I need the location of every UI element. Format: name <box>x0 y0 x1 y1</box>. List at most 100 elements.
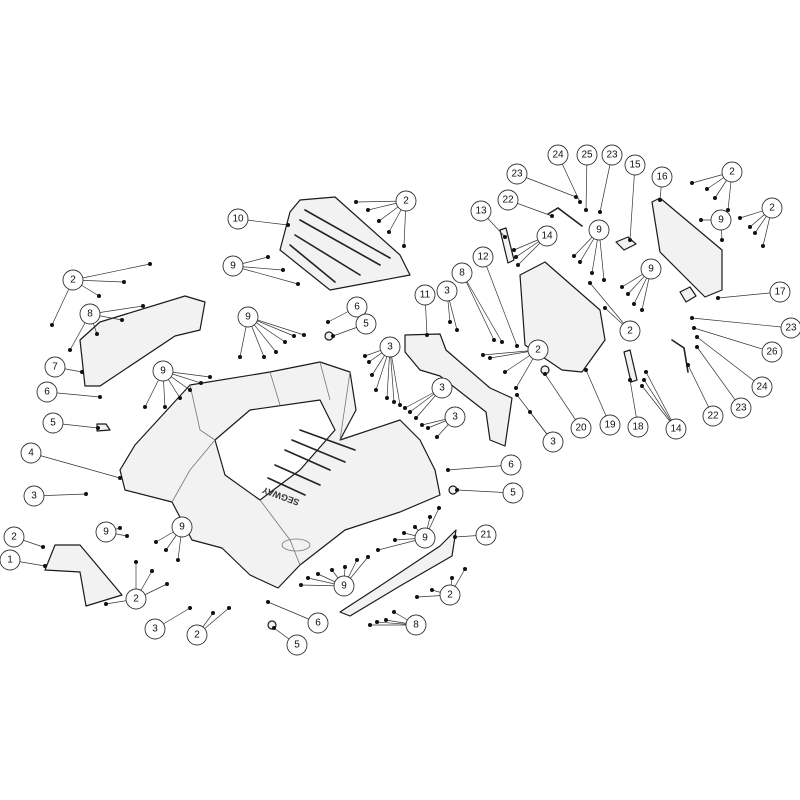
callout-9: 9 <box>640 258 662 280</box>
callout-circle <box>665 418 687 440</box>
callout-circle <box>506 163 528 185</box>
callout-number: 2 <box>729 167 735 178</box>
fastener-mark <box>450 576 454 580</box>
callout-circle <box>536 225 558 247</box>
callout-circle <box>570 417 592 439</box>
fastener-mark <box>726 208 730 212</box>
fastener-mark <box>640 384 644 388</box>
fastener-mark <box>463 567 467 571</box>
callout-21: 21 <box>475 524 497 546</box>
callout-20: 20 <box>570 417 592 439</box>
callout-number: 5 <box>363 319 369 330</box>
callout-number: 3 <box>387 342 393 353</box>
leader-line <box>693 327 773 353</box>
callout-number: 2 <box>194 630 200 641</box>
fastener-mark <box>692 326 696 330</box>
fastener-mark <box>640 308 644 312</box>
fastener-mark <box>286 223 290 227</box>
callout-circle <box>23 485 45 507</box>
fastener-mark <box>453 535 457 539</box>
callout-circle <box>619 320 641 342</box>
callout-circle <box>576 144 598 166</box>
fastener-mark <box>188 388 192 392</box>
callout-circle <box>500 454 522 476</box>
callout-14: 14 <box>536 225 558 247</box>
fastener-mark <box>68 348 72 352</box>
callout-17: 17 <box>769 281 791 303</box>
callout-number: 9 <box>648 264 654 275</box>
callout-circle <box>144 618 166 640</box>
callout-number: 23 <box>785 323 797 334</box>
fastener-mark <box>690 316 694 320</box>
callout-circle <box>436 280 458 302</box>
fastener-mark <box>41 545 45 549</box>
callout-circle <box>186 624 208 646</box>
leader-line <box>461 272 503 343</box>
callout-3: 3 <box>379 336 401 358</box>
callout-number: 16 <box>656 172 668 183</box>
callout-number: 23 <box>606 150 618 161</box>
callout-circle <box>42 412 64 434</box>
part-15-pad <box>615 236 637 251</box>
callout-number: 21 <box>480 530 492 541</box>
callout-9: 9 <box>152 360 174 382</box>
callout-circle <box>451 262 473 284</box>
callout-2: 2 <box>761 197 783 219</box>
fastener-mark <box>713 196 717 200</box>
callout-number: 9 <box>341 581 347 592</box>
callout-number: 3 <box>152 624 158 635</box>
callout-2: 2 <box>721 161 743 183</box>
callout-8: 8 <box>79 303 101 325</box>
callout-5: 5 <box>42 412 64 434</box>
fastener-mark <box>628 238 632 242</box>
callout-circle <box>624 154 646 176</box>
part-16-rear-cover <box>651 197 723 298</box>
fastener-mark <box>343 565 347 569</box>
callout-number: 24 <box>552 150 564 161</box>
fastener-mark <box>515 393 519 397</box>
callout-number: 5 <box>510 488 516 499</box>
fastener-mark <box>387 230 391 234</box>
callout-11: 11 <box>414 284 436 306</box>
callout-2: 2 <box>125 588 147 610</box>
leader-line <box>544 373 582 429</box>
callout-circle <box>414 527 436 549</box>
callout-circle <box>769 281 791 303</box>
fastener-mark <box>272 626 276 630</box>
fastener-mark <box>515 344 519 348</box>
fastener-mark <box>500 340 504 344</box>
fastener-mark <box>628 378 632 382</box>
fastener-mark <box>748 225 752 229</box>
fastener-mark <box>550 214 554 218</box>
callout-circle <box>588 219 610 241</box>
fastener-mark <box>716 296 720 300</box>
fastener-mark <box>238 355 242 359</box>
leader-line <box>696 336 763 388</box>
fastener-mark <box>150 569 154 573</box>
callout-circle <box>751 376 773 398</box>
fastener-mark <box>415 595 419 599</box>
fastener-mark <box>584 208 588 212</box>
callout-circle <box>475 524 497 546</box>
callout-circle <box>20 442 42 464</box>
fastener-mark <box>753 231 757 235</box>
fastener-mark <box>370 373 374 377</box>
fastener-mark <box>413 525 417 529</box>
callout-circle <box>702 405 724 427</box>
callout-number: 26 <box>766 347 778 358</box>
callout-number: 1 <box>7 555 13 566</box>
callout-circle <box>651 166 673 188</box>
callout-19: 19 <box>599 414 621 436</box>
callout-5: 5 <box>502 482 524 504</box>
fastener-mark <box>84 492 88 496</box>
fastener-mark <box>43 564 47 568</box>
leader-line <box>72 263 151 281</box>
callout-circle <box>222 255 244 277</box>
fastener-mark <box>602 278 606 282</box>
callout-number: 6 <box>315 618 321 629</box>
callout-22: 22 <box>497 189 519 211</box>
callout-circle <box>171 516 193 538</box>
callout-circle <box>721 161 743 183</box>
fastener-mark <box>761 244 765 248</box>
